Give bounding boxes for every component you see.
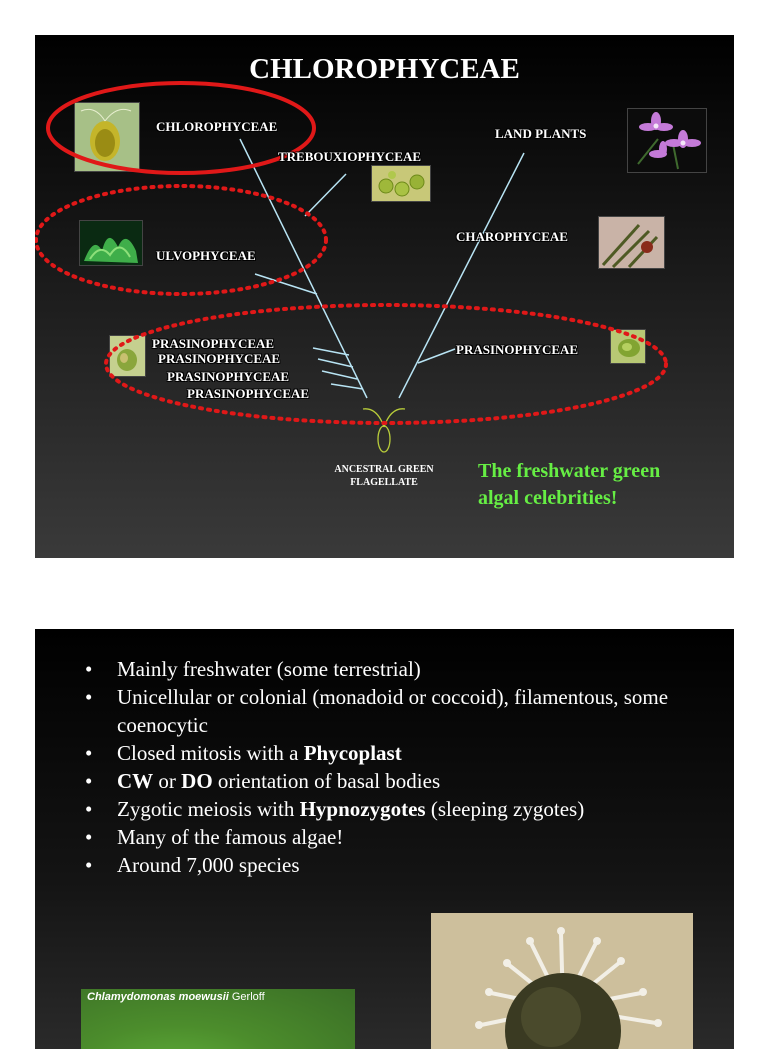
bullet-text: Zygotic meiosis with [117,797,300,821]
label-ancestral-flagellate: ANCESTRAL GREEN FLAGELLATE [319,463,449,489]
bullet-text: Many of the famous algae! [117,825,344,849]
dotted-ellipse-prasinophyceae [104,303,668,425]
bullet-text: or [153,769,182,793]
branch-prasino-3 [321,370,358,380]
label-prasinophyceae-right: PRASINOPHYCEAE [456,342,579,357]
bullet-text: Mainly freshwater (some terrestrial) [117,657,421,681]
bullet-item: Many of the famous algae! [85,823,705,851]
label-ancestral-line1: ANCESTRAL GREEN [334,464,434,475]
charophyceae-image [598,216,665,269]
bullet-bold-term: Phycoplast [303,741,402,765]
branch-trebouxiophyceae [304,173,347,217]
label-chlorophyceae: CHLOROPHYCEAE [156,119,278,134]
ulvophyceae-seaweed-image [79,220,143,266]
bullet-item: CW or DO orientation of basal bodies [85,767,705,795]
feature-bullet-list: Mainly freshwater (some terrestrial) Uni… [85,655,705,879]
label-charophyceae: CHAROPHYCEAE [456,229,568,244]
label-prasinophyceae-4: PRASINOPHYCEAE [187,386,310,401]
branch-prasino-right [417,348,456,364]
branch-ulvophyceae [254,273,318,295]
label-trebouxiophyceae: TREBOUXIOPHYCEAE [278,149,422,164]
colonial-alga-photo [431,913,693,1049]
label-ancestral-line2: FLAGELLATE [350,477,418,488]
label-land-plants: LAND PLANTS [495,126,587,141]
bullet-bold-term: Hypnozygotes [299,797,426,821]
slide-chlorophyceae-tree: CHLOROPHYCEAE [35,35,734,558]
trebouxiophyceae-cells-image [371,165,431,202]
label-ulvophyceae: ULVOPHYCEAE [156,248,256,263]
bullet-text: orientation of basal bodies [212,769,441,793]
slide-chlorophyceae-features: Mainly freshwater (some terrestrial) Uni… [35,629,734,1049]
label-prasinophyceae-2: PRASINOPHYCEAE [158,351,281,366]
ancestral-flagellate-icon [362,408,406,453]
bullet-text: Closed mitosis with a [117,741,304,765]
branch-prasino-1 [312,347,350,356]
callout-line1: The freshwater green [478,460,661,482]
branch-prasino-4 [330,383,364,390]
bullet-text: Around 7,000 species [117,853,300,877]
land-plants-flower-image [627,108,707,173]
bullet-bold-term: CW [117,769,154,793]
bullet-item: Closed mitosis with a Phycoplast [85,739,705,767]
branch-prasino-2 [317,358,354,368]
bullet-text: Unicellular or colonial (monadoid or coc… [117,685,669,737]
bullet-item: Around 7,000 species [85,851,705,879]
bullet-text: (sleeping zygotes) [425,797,585,821]
celebrities-callout: The freshwater green algal celebrities! [478,458,660,512]
highlight-ellipse-chlorophyceae [46,81,316,175]
dotted-ellipse-ulvophyceae [35,184,328,296]
photo-caption-author: Gerloff [231,991,265,1003]
bullet-item: Zygotic meiosis with Hypnozygotes (sleep… [85,795,705,823]
chlamydomonas-photo: Chlamydomonas moewusii Gerloff [81,989,355,1049]
branch-streptophyte [398,152,525,399]
photo-caption-species: Chlamydomonas moewusii [87,991,229,1003]
bullet-item: Unicellular or colonial (monadoid or coc… [85,683,705,739]
photo-caption: Chlamydomonas moewusii Gerloff [87,991,265,1003]
phylogenetic-tree [35,81,668,453]
bullet-bold-term: DO [181,769,213,793]
slide-title: CHLOROPHYCEAE [249,53,520,85]
callout-line2: algal celebrities! [478,487,618,509]
label-prasinophyceae-1: PRASINOPHYCEAE [152,336,275,351]
bullet-item: Mainly freshwater (some terrestrial) [85,655,705,683]
label-prasinophyceae-3: PRASINOPHYCEAE [167,369,290,384]
